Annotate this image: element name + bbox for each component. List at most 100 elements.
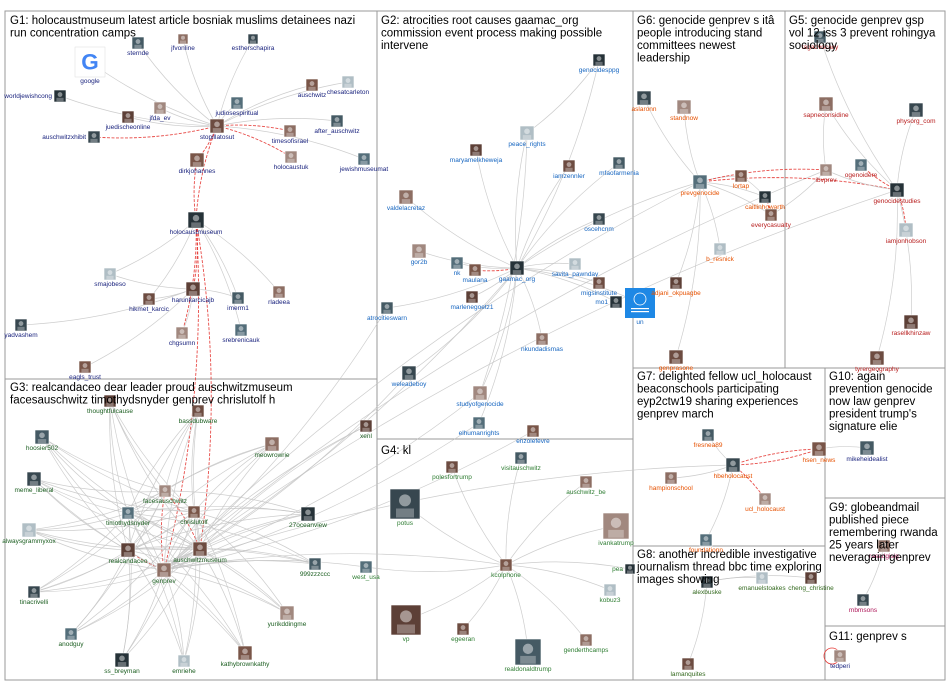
node-dirkjohannes[interactable]: dirkjohannes <box>179 152 217 175</box>
node-vp[interactable]: vp <box>390 604 422 643</box>
node-gaamac_org[interactable]: gaamac_org <box>499 260 536 283</box>
node-lamanquites[interactable]: lamanquites <box>670 657 706 678</box>
node-genderthcamps[interactable]: genderthcamps <box>564 633 610 654</box>
node-chesatcarleton[interactable]: chesatcarleton <box>327 75 370 96</box>
node-aslaronn[interactable]: aslaronn <box>632 90 657 113</box>
node-alexbuske[interactable]: alexbuske <box>692 575 722 596</box>
node-migsinstitute[interactable]: migsinstitute <box>581 276 618 297</box>
node-ivankatrump[interactable]: ivankatrump <box>598 512 634 547</box>
node-srebrenicauk[interactable]: srebrenicauk <box>222 323 260 344</box>
node-rasellkhinzaw[interactable]: rasellkhinzaw <box>891 314 931 337</box>
node-west_usa[interactable]: west_usa <box>351 560 380 581</box>
node-weleadeboy[interactable]: weleadeboy <box>391 365 427 388</box>
node-savita_pawnday[interactable]: savita_pawnday <box>552 257 599 278</box>
node-hbeholocaust[interactable]: hbeholocaust <box>714 457 753 480</box>
node-tyrergeography[interactable]: tyrergeography <box>855 350 900 373</box>
node-timothydsnyder[interactable]: timothydsnyder <box>106 506 151 527</box>
node-facesauschwitz[interactable]: facesauschwitz <box>143 484 187 505</box>
node-ibvprev[interactable]: ibvprev <box>816 163 838 184</box>
node-mikeheidealist[interactable]: mikeheidealist <box>846 440 888 463</box>
node-judiosespiritual[interactable]: judiosespiritual <box>215 96 260 117</box>
node-meme_liberal[interactable]: meme_liberal <box>14 471 54 494</box>
node-polesfortrump[interactable]: polesfortrump <box>432 460 472 481</box>
node-auschwitz_be[interactable]: auschwitz_be <box>566 475 606 496</box>
node-genprasone[interactable]: genprasone <box>659 349 694 372</box>
node-timesofisrael[interactable]: timesofisrael <box>272 124 309 145</box>
node-jfda_ev[interactable]: jfda_ev <box>149 101 172 122</box>
node-emriehe[interactable]: emriehe <box>172 654 196 675</box>
node-elhumanrights[interactable]: elhumanrights <box>459 416 501 437</box>
node-emanuelstoakes[interactable]: emanuelstoakes <box>738 571 786 592</box>
node-oscehcnm[interactable]: oscehcnm <box>584 212 614 233</box>
node-atrocitieswarn[interactable]: atrocitieswarn <box>367 301 407 322</box>
node-999zzzccc[interactable]: 999zzzccc <box>300 557 331 578</box>
node-visitauschwitz[interactable]: visitauschwitz <box>501 451 541 472</box>
node-tedperi[interactable]: tedperi <box>830 649 850 670</box>
node-hsen_news[interactable]: hsen_news <box>803 441 837 464</box>
node-maulana[interactable]: maulana <box>463 263 488 284</box>
node-tagadvocacy[interactable]: tagadvocacy <box>802 30 839 51</box>
node-auschwitz[interactable]: auschwitz <box>298 78 327 99</box>
node-holocaustuk[interactable]: holocaustuk <box>274 150 309 171</box>
node-caitlinhowarth[interactable]: caitlinhowarth <box>745 190 785 211</box>
node-mo1[interactable]: mo1 <box>595 295 623 309</box>
node-pea[interactable]: pea <box>612 563 636 575</box>
node-sapneconsidine[interactable]: sapneconsidine <box>803 96 849 119</box>
node-ogenoidere[interactable]: ogenoidere <box>845 158 878 179</box>
node-everycasualty[interactable]: everycasualty <box>751 208 792 229</box>
node-genocidesppg[interactable]: genocidesppg <box>579 53 620 74</box>
node-iamzennler[interactable]: iamzennler <box>553 159 586 180</box>
node-prevgenocide[interactable]: prevgenocide <box>680 174 720 197</box>
node-alwaysgrammyxox[interactable]: alwaysgrammyxox <box>2 522 56 545</box>
node-gor2b[interactable]: gor2b <box>411 243 428 266</box>
node-rladeea[interactable]: rladeea <box>268 285 290 306</box>
node-realdonaldtrump[interactable]: realdonaldtrump <box>505 638 552 673</box>
node-marlenegoetz1[interactable]: marlenegoetz1 <box>451 290 494 311</box>
node-jfvonline[interactable]: jfvonline <box>170 33 195 52</box>
node-27oceanview[interactable]: 27oceanview <box>289 506 327 529</box>
node-genocidestudies[interactable]: genocidestudies <box>874 182 922 205</box>
node-jewishmuseumat[interactable]: jewishmuseumat <box>339 152 389 173</box>
node-studyofgenocide[interactable]: studyofgenocide <box>456 385 504 408</box>
node-meowrowrie[interactable]: meowrowrie <box>254 436 290 459</box>
node-bassdubware[interactable]: bassdubware <box>179 404 218 425</box>
node-yadvashem[interactable]: yadvashem <box>4 318 38 339</box>
node-smajobeso[interactable]: smajobeso <box>94 267 126 288</box>
node-rasadgisig[interactable]: rasadgisig <box>869 539 899 560</box>
node-auschwitzxhibit[interactable]: auschwitzxhibit <box>42 130 101 144</box>
node-physorg_com[interactable]: physorg_com <box>896 102 936 125</box>
node-standnow[interactable]: standnow <box>670 99 698 122</box>
node-enzolefevre[interactable]: enzolefevre <box>516 424 550 445</box>
node-lortap[interactable]: lortap <box>733 169 750 190</box>
node-genprev[interactable]: genprev <box>152 562 176 585</box>
node-foundationn[interactable]: foundationn <box>689 533 723 554</box>
node-auschwitzmuseum[interactable]: auschwitzmuseum <box>173 541 227 564</box>
node-iamjonhobson[interactable]: iamjonhobson <box>886 222 927 245</box>
node-juedischeonline[interactable]: juedischeonline <box>105 110 151 131</box>
node-chrislutolf[interactable]: chrislutolf <box>180 505 208 526</box>
node-valdelacretaz[interactable]: valdelacretaz <box>387 189 425 212</box>
node-mbmsons[interactable]: mbmsons <box>849 593 878 614</box>
node-maryamelkheweja[interactable]: maryamelkheweja <box>450 143 503 164</box>
node-sternde[interactable]: sternde <box>127 36 149 57</box>
node-ss_breyman[interactable]: ss_breyman <box>104 652 140 675</box>
node-egeeran[interactable]: egeeran <box>451 622 475 643</box>
node-cheng_christine[interactable]: cheng_christine <box>788 571 834 592</box>
node-un[interactable]: un <box>625 288 655 326</box>
node-harunkarcicajb[interactable]: harunkarcicajb <box>172 281 215 304</box>
node-tinacrivelli[interactable]: tinacrivelli <box>20 585 49 606</box>
node-thoughtfulcause[interactable]: thoughtfulcause <box>87 394 133 415</box>
node-fresnea89[interactable]: fresnea89 <box>694 428 723 449</box>
node-worldjewishcong[interactable]: worldjewishcong <box>3 89 67 103</box>
node-nk[interactable]: nk <box>450 256 464 277</box>
node-holocaustmuseum[interactable]: holocaustmuseum <box>170 211 223 236</box>
node-yurikddingme[interactable]: yurikddingme <box>268 605 307 628</box>
node-after_auschwitz[interactable]: after_auschwitz <box>314 114 360 135</box>
node-imerm1[interactable]: imerm1 <box>227 291 249 312</box>
node-hampionschool[interactable]: hampionschool <box>649 471 693 492</box>
node-eagls_trust[interactable]: eagls_trust <box>69 360 101 381</box>
node-realcandaceo[interactable]: realcandaceo <box>108 542 148 565</box>
node-chgsumn[interactable]: chgsumn <box>169 326 196 347</box>
node-mfaofarmenia[interactable]: mfaofarmenia <box>599 156 639 177</box>
